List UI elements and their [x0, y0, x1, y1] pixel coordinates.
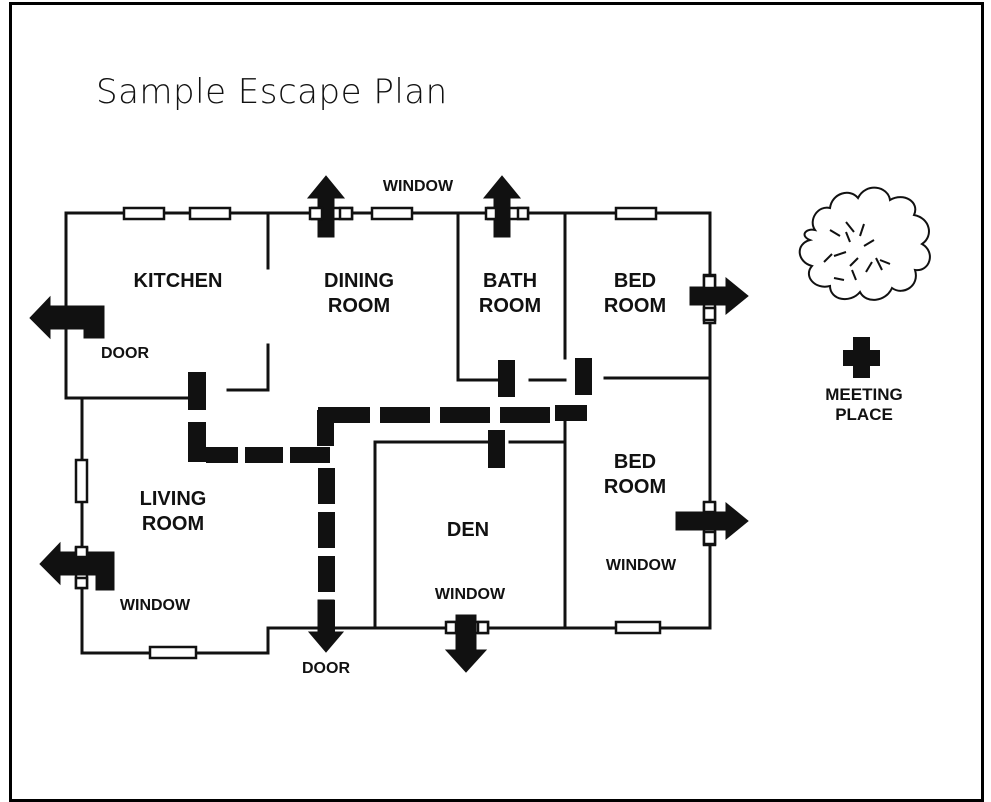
exit-arrow-bath [482, 175, 522, 238]
window-living-label: WINDOW [120, 597, 191, 614]
door-left-label: DOOR [101, 345, 149, 362]
bath-label-1: BATH [483, 270, 537, 292]
exit-arrow-door [307, 599, 345, 653]
kitchen-label: KITCHEN [134, 270, 223, 292]
window-top-label: WINDOW [383, 178, 454, 195]
exit-arrow-dining [306, 175, 346, 238]
bath-label-2: ROOM [479, 295, 541, 317]
window-den-label: WINDOW [435, 586, 506, 603]
bed2-label-1: BED [614, 451, 656, 473]
walls [64, 211, 712, 655]
meeting-place-label-2: PLACE [835, 405, 893, 424]
floor-plan: KITCHEN DINING ROOM BATH ROOM BED ROOM B… [29, 175, 931, 677]
escape-route [188, 358, 592, 636]
bed1-label-1: BED [614, 270, 656, 292]
dining-label-1: DINING [324, 270, 394, 292]
page-title: Sample Escape Plan [96, 72, 448, 112]
tree-icon [798, 186, 931, 301]
exit-arrow-bed2 [675, 501, 749, 541]
living-label-2: ROOM [142, 513, 204, 535]
diagram-frame [9, 2, 984, 802]
dining-label-2: ROOM [328, 295, 390, 317]
exit-arrow-bed1 [689, 276, 749, 316]
window-bed2-label: WINDOW [606, 557, 677, 574]
living-label-1: LIVING [140, 488, 207, 510]
door-bottom-label: DOOR [302, 660, 350, 677]
bed1-label-2: ROOM [604, 295, 666, 317]
bed2-label-2: ROOM [604, 476, 666, 498]
meeting-place-label-1: MEETING [825, 385, 902, 404]
den-label: DEN [447, 519, 489, 541]
exit-arrow-kitchen [29, 295, 105, 340]
meeting-place-icon [843, 337, 880, 378]
